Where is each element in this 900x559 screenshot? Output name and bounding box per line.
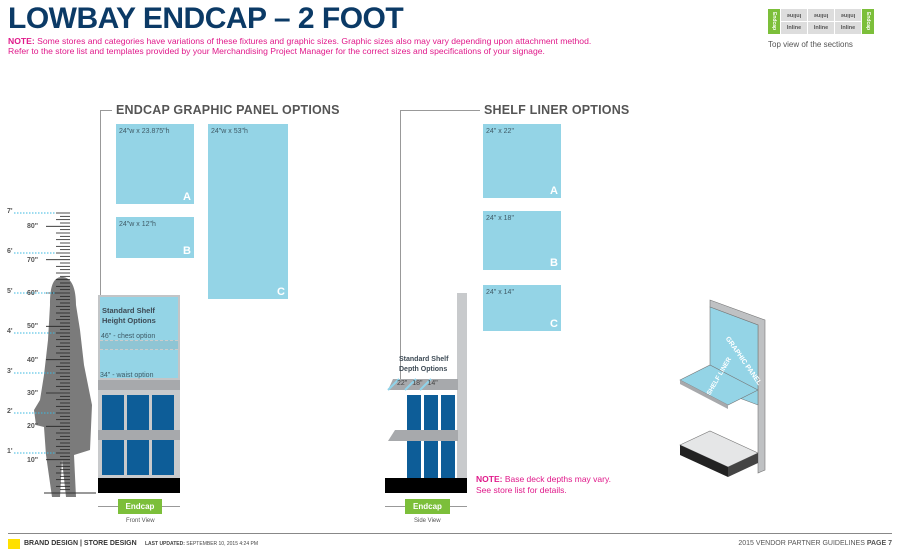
side-upright: [457, 293, 467, 479]
top-view-diagram: Endcap Inline Inline Inline Endcap Inlin…: [767, 8, 875, 35]
inch-label: 80": [27, 223, 39, 231]
liner-c: 24" x 14"C: [483, 285, 561, 331]
inline-cell: Inline: [835, 9, 861, 21]
inch-label: 20": [27, 423, 39, 431]
chest-option: 46" - chest option: [101, 333, 156, 340]
inch-label: 10": [27, 456, 39, 464]
side-shelves: [387, 378, 458, 441]
side-base-deck: [385, 478, 467, 493]
endcap-left: Endcap: [768, 9, 780, 34]
inline-cell: Inline: [808, 22, 834, 34]
inch-label: 50": [27, 323, 39, 331]
inch-label: 70": [27, 256, 39, 264]
shelf-height-heading: Standard Shelf Height Options: [102, 306, 156, 325]
page-title: LOWBAY ENDCAP – 2 FOOT: [8, 2, 404, 35]
footer-brand: BRAND DESIGN | STORE DESIGN: [24, 540, 137, 547]
foot-label: 2': [7, 408, 13, 415]
liner-a: 24" x 22"A: [483, 124, 561, 198]
front-graphic-panel: [98, 295, 180, 380]
note-line-2: Refer to the store list and templates pr…: [8, 46, 545, 56]
foot-label: 3': [7, 368, 13, 375]
fixture-3d-illustration: GRAPHIC PANEL SHELF LINER: [679, 299, 766, 477]
front-endcap-label: Endcap: [118, 499, 162, 514]
shelf-depth-heading: Standard Shelf Depth Options: [399, 356, 449, 373]
top-view-caption: Top view of the sections: [768, 40, 853, 49]
inch-label: 60": [27, 290, 39, 297]
connector-line: [100, 110, 101, 296]
inch-label: 30": [27, 390, 39, 397]
base-deck-note: NOTE: Base deck depths may vary.See stor…: [476, 474, 611, 495]
inline-cell: Inline: [781, 9, 807, 21]
foot-label: 6': [7, 248, 13, 255]
note-label: NOTE:: [8, 36, 35, 46]
best-buy-logo: [8, 539, 20, 549]
foot-label: 7': [7, 208, 13, 215]
liner-b: 24" x 18"B: [483, 211, 561, 270]
foot-label: 1': [7, 448, 13, 455]
footer-page: 2015 VENDOR PARTNER GUIDELINES PAGE 7: [738, 540, 892, 547]
front-shelf: [98, 380, 180, 390]
waist-option: 34" - waist option: [100, 372, 154, 379]
inch-label: 40": [27, 356, 39, 364]
woman-silhouette-icon: [34, 277, 92, 497]
footer-updated: LAST UPDATED: SEPTEMBER 10, 2015 4:24 PM: [145, 541, 258, 547]
note-line-1: NOTE: Some stores and categories have va…: [8, 36, 591, 46]
foot-label: 5': [7, 288, 13, 295]
shelf-liner-heading: SHELF LINER OPTIONS: [484, 103, 630, 117]
depth-values: 22" 18" 14": [397, 380, 438, 387]
inline-cell: Inline: [808, 9, 834, 21]
side-endcap-label: Endcap: [405, 499, 450, 514]
graphic-panel-heading: ENDCAP GRAPHIC PANEL OPTIONS: [116, 103, 340, 117]
front-view-caption: Front View: [126, 518, 155, 524]
endcap-right: Endcap: [862, 9, 874, 34]
foot-label: 4': [7, 328, 13, 335]
connector-line: [400, 110, 401, 382]
side-view-caption: Side View: [414, 518, 441, 524]
height-ruler: [14, 212, 96, 497]
inline-cell: Inline: [835, 22, 861, 34]
note-text: Some stores and categories have variatio…: [34, 36, 592, 46]
front-base-deck: [98, 478, 180, 493]
inline-cell: Inline: [781, 22, 807, 34]
